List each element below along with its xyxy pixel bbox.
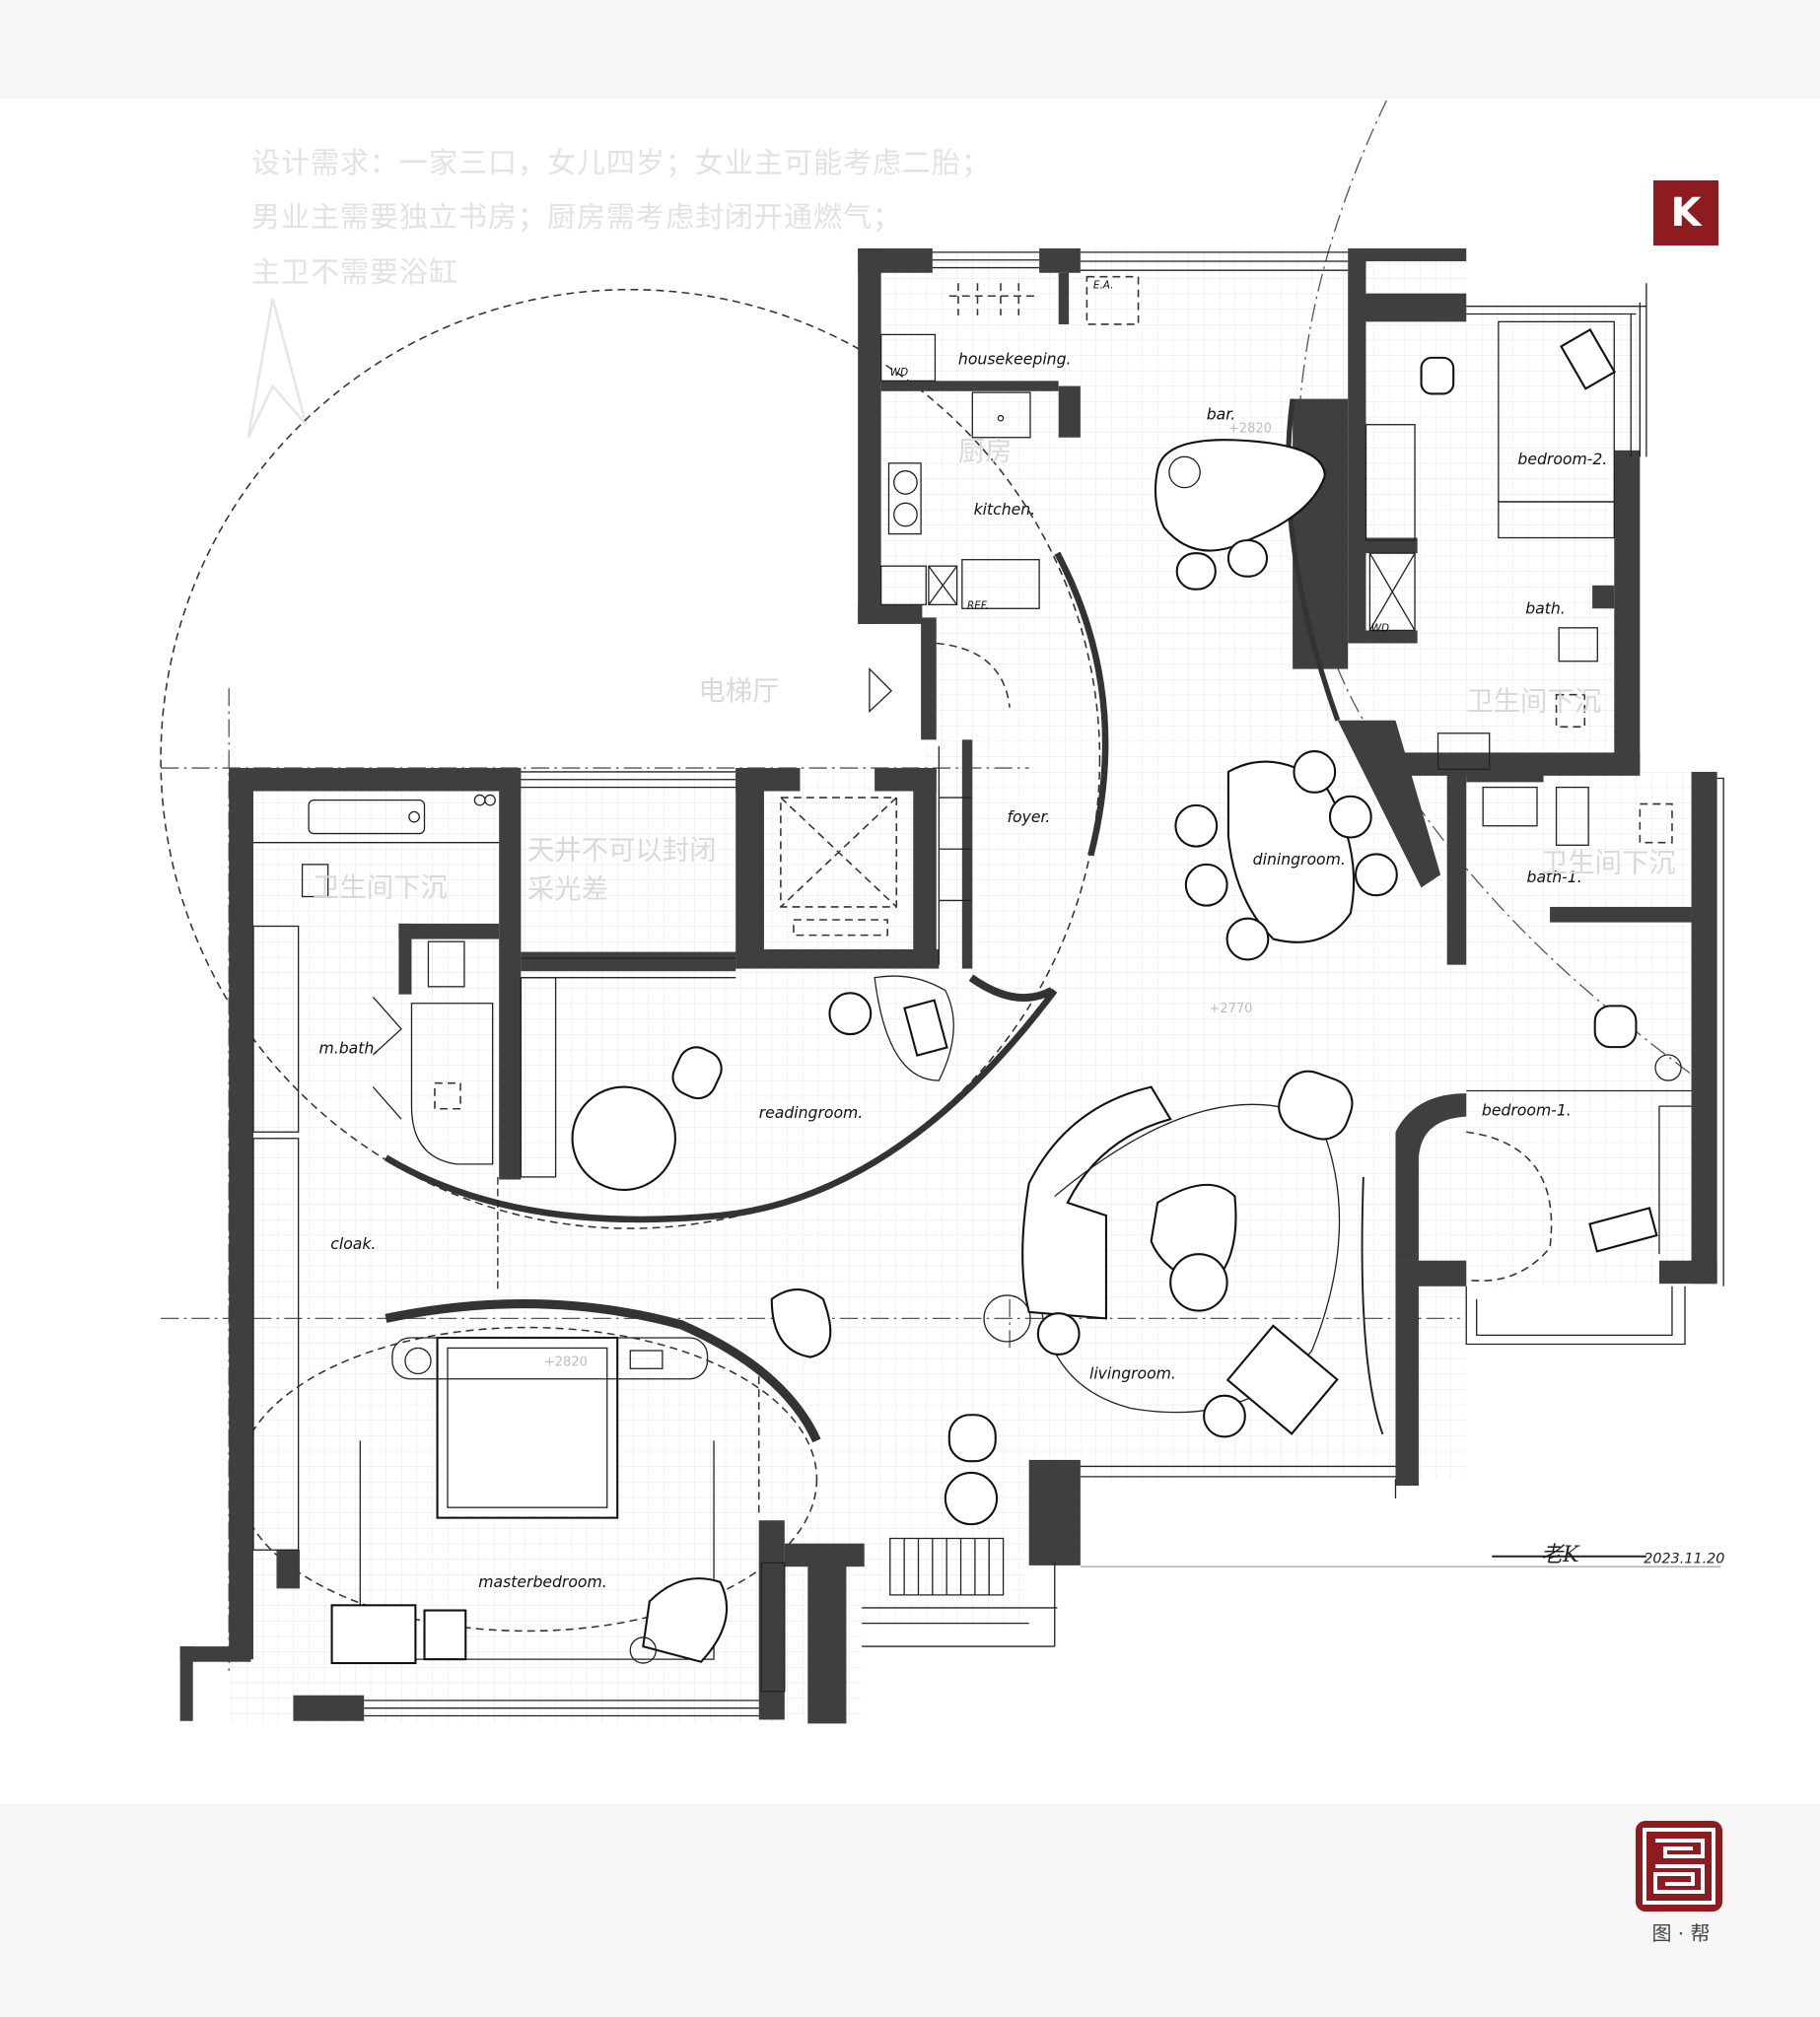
seal-text: 图 · 帮 xyxy=(1651,1921,1711,1945)
room-labels: housekeeping. kitchen. bar. foyer. dinin… xyxy=(319,279,1608,1591)
bar-counter xyxy=(1154,439,1326,591)
north-arrow-icon xyxy=(246,298,308,439)
bedroom-1-furniture xyxy=(1466,786,1692,1282)
note-sunken-bath: 卫生间下沉 xyxy=(1466,686,1601,717)
windows xyxy=(364,251,1724,1717)
seal-logo xyxy=(1636,1821,1722,1912)
bedroom-2-furniture xyxy=(1365,320,1617,770)
design-notes: 厨房 电梯厅 天井不可以封闭 采光差 卫生间下沉 卫生间下沉 卫生间下沉 +28… xyxy=(313,422,1676,1370)
elevation-bar: +2820 xyxy=(1228,422,1272,437)
note-courtyard-2: 采光差 xyxy=(527,874,608,905)
k-logo: K xyxy=(1653,180,1718,245)
top-band xyxy=(0,0,1820,99)
label-livingroom: livingroom. xyxy=(1089,1364,1176,1383)
requirements-line-1: 设计需求：一家三口，女儿四岁；女业主可能考虑二胎； xyxy=(251,146,992,179)
readingroom-furniture xyxy=(520,975,954,1191)
kitchen-fixtures xyxy=(879,275,1140,609)
note-sunken-bath-1: 卫生间下沉 xyxy=(1541,849,1676,879)
tag-wd-kitchen: WD xyxy=(890,367,908,379)
label-masterbedroom: masterbedroom. xyxy=(478,1572,606,1591)
elevation-living: +2770 xyxy=(1209,1002,1252,1016)
master-bath-fixtures xyxy=(252,794,500,1551)
signature-date: 2023.11.20 xyxy=(1644,1551,1724,1566)
label-bedroom-2: bedroom-2. xyxy=(1517,450,1607,468)
tag-wd-bedroom: WD xyxy=(1371,623,1389,635)
label-housekeeping: housekeeping. xyxy=(958,349,1072,368)
masterbedroom-furniture xyxy=(330,1176,786,1693)
signature-name: 老K xyxy=(1541,1542,1580,1567)
label-diningroom: diningroom. xyxy=(1253,850,1346,869)
label-m-bath: m.bath. xyxy=(319,1039,380,1058)
note-sunken-master-bath: 卫生间下沉 xyxy=(313,873,448,904)
label-bath-1: bath-1. xyxy=(1527,868,1582,886)
note-elevator-hall: 电梯厅 xyxy=(698,676,779,707)
livingroom-furniture xyxy=(770,1070,1354,1596)
elevation-master: +2820 xyxy=(544,1356,588,1370)
label-readingroom: readingroom. xyxy=(759,1103,864,1122)
tag-ea: E.A. xyxy=(1093,279,1114,291)
guide-arc-right xyxy=(1296,100,1718,1094)
label-bath: bath. xyxy=(1525,598,1566,617)
label-foyer: foyer. xyxy=(1007,807,1050,826)
walls xyxy=(179,247,1717,1724)
label-bar: bar. xyxy=(1207,404,1235,423)
note-courtyard-1: 天井不可以封闭 xyxy=(527,836,717,867)
curved-walls xyxy=(384,398,1384,1443)
note-kitchen-cn: 厨房 xyxy=(958,437,1013,467)
label-kitchen: kitchen. xyxy=(974,500,1036,519)
bottom-band xyxy=(0,1804,1820,2017)
requirements-line-2: 男业主需要独立书房；厨房需考虑封闭开通燃气； xyxy=(251,200,903,234)
dining-table xyxy=(1174,750,1398,961)
requirements-line-3: 主卫不需要浴缸 xyxy=(251,255,459,289)
signature: 老K 2023.11.20 xyxy=(1080,1542,1724,1567)
label-cloak: cloak. xyxy=(330,1234,376,1253)
guide-circle xyxy=(160,288,1101,1229)
elevator-shaft xyxy=(780,642,1011,965)
tag-ref: REF. xyxy=(967,599,989,611)
label-bedroom-1: bedroom-1. xyxy=(1482,1100,1572,1119)
